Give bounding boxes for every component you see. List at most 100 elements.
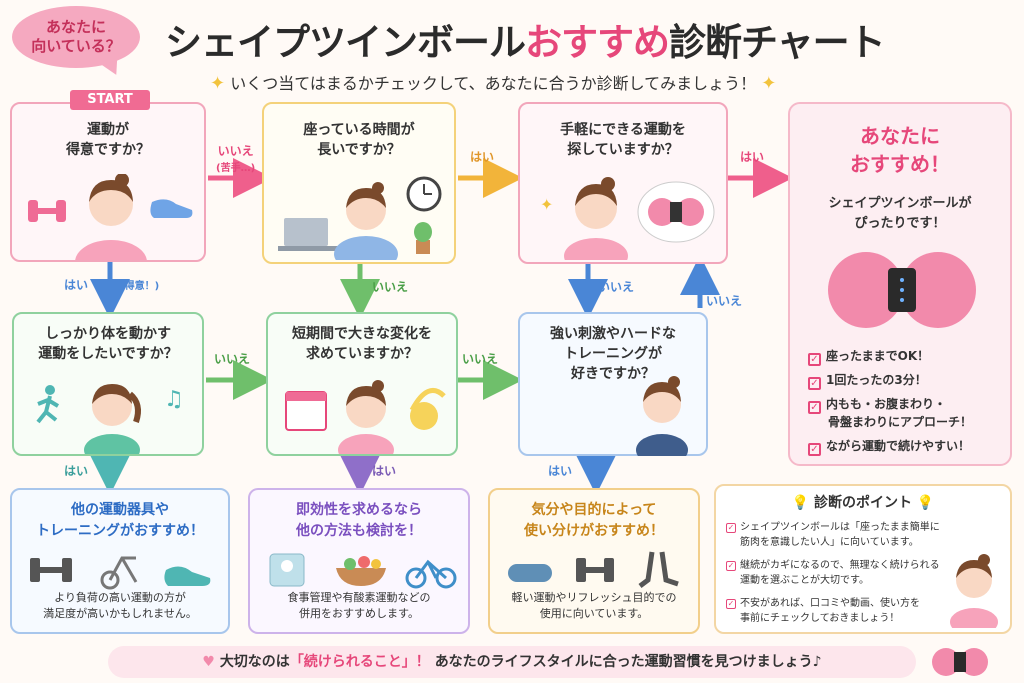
label-q3-yes: はい [740, 150, 765, 164]
check-text: ながら運動で続けやすい！ [826, 439, 971, 453]
svg-text:✦: ✦ [540, 195, 553, 214]
check-text: 1回たったの3分！ [826, 373, 927, 387]
label-q4-yes: はい [64, 464, 89, 478]
q4-line-2: 運動をしたいですか？ [38, 346, 178, 362]
result-sub-line-1: シェイプツインボールが [828, 196, 972, 211]
person [338, 380, 394, 454]
q5-line-2: 求めていますか？ [306, 346, 418, 362]
title-part-2: おすすめ [525, 21, 670, 64]
point-item-1: ✓シェイプツインボールは「座ったまま簡単に筋肉を意識したい人」に向いています。 [726, 520, 946, 550]
dumbbell-icon [30, 558, 72, 582]
q1-line-2: 得意ですか？ [66, 142, 150, 158]
result-card-other-methods: 即効性を求めるなら 他の方法も検討を！ 食事管理や有酸素運動などの 併用をおすす… [248, 488, 470, 634]
card1-title-1: 他の運動器具や [71, 502, 169, 518]
q2-line-2: 長いですか？ [317, 142, 401, 158]
subtitle-text: いくつ当てはまるかチェックして、あなたに合うか診断してみましょう！ [230, 74, 757, 93]
check-text: 内もも・お腹まわり・ [826, 397, 947, 411]
point-text: シェイプツインボールは「座ったまま簡単に [740, 522, 940, 533]
equipment-icons [30, 556, 211, 590]
exercise-bike-icon [100, 556, 138, 590]
label-q2-yes: はい [470, 150, 495, 164]
result-sub-line-2: ぴったりです！ [854, 216, 946, 231]
checkbox-icon: ✓ [808, 443, 821, 456]
result-check-1: ✓ 座ったままでOK！ [808, 348, 929, 366]
label-q6-yes: はい [548, 464, 573, 478]
label-q3-no: いいえ [598, 280, 635, 294]
result-recommend-box: あなたに おすすめ！ シェイプツインボールが ぴったりです！ ✓座ったままでOK… [788, 102, 1012, 466]
title-part-3: 診断チャート [669, 21, 886, 64]
scale-icon [269, 553, 305, 587]
svg-text:♫: ♫ [164, 387, 184, 412]
sparkle-icon: ✦ [761, 73, 777, 94]
label-q5-yes: はい [372, 464, 397, 478]
diagnosis-points-box: 💡 診断のポイント 💡 ✓シェイプツインボールは「座ったまま簡単に筋肉を意識した… [714, 484, 1012, 634]
card3-desc-1: 軽い運動やリフレッシュ目的での [511, 591, 677, 604]
card2-title-1: 即効性を求めるなら [296, 502, 422, 518]
checkbox-icon: ✓ [808, 353, 821, 366]
q4-line-1: しっかり体を動かす [45, 326, 171, 342]
card3-desc-2: 使用に向いています。 [539, 607, 649, 620]
music-note-icon: ♫ [164, 387, 184, 412]
person-pointing-illustration [950, 554, 998, 628]
point-text: 運動を選ぶことが大切です。 [740, 575, 869, 586]
heart-icon: ♥ [202, 654, 215, 670]
bicycle-icon [405, 559, 457, 589]
method-icons [269, 553, 457, 589]
result-title-line-2: おすすめ！ [850, 152, 950, 176]
person [564, 177, 628, 260]
checkbox-icon: ✓ [808, 401, 821, 414]
plant-icon [414, 222, 432, 254]
person [334, 182, 398, 260]
label-q6-no: いいえ [706, 294, 743, 308]
twin-ball-product-icon [828, 252, 976, 328]
check-text: 座ったままでOK！ [826, 349, 930, 363]
person [84, 384, 141, 454]
bubble-line-1: あなたに [45, 18, 106, 36]
q5-line-1: 短期間で大きな変化を [292, 326, 432, 342]
dumbbell-icon [576, 558, 614, 582]
result-card-use-by-purpose: 気分や目的によって 使い分けがおすすめ！ 軽い運動やリフレッシュ目的での 使用に… [488, 488, 700, 634]
clock-icon [406, 176, 442, 212]
person [636, 376, 688, 456]
card2-desc-1: 食事管理や有酸素運動などの [287, 591, 431, 604]
question-box-q5: 短期間で大きな変化を 求めていますか？ [266, 312, 458, 456]
person-thinking-illustration [28, 174, 193, 260]
label-q1-yes-note: (得意！) [120, 281, 160, 292]
q6-line-1: 強い刺激やハードな [550, 326, 676, 342]
person [75, 174, 147, 260]
footer-part-3: あなたのライフスタイルに合った運動習慣を見つけましょう♪ [434, 654, 822, 670]
q1-line-1: 運動が [87, 122, 129, 138]
point-text: 事前にチェックしておきましょう！ [740, 613, 900, 624]
sneakers-icon [164, 566, 211, 586]
person-happy-illustration: ✦ [540, 177, 715, 260]
points-title-text: 診断のポイント [814, 495, 912, 511]
sparkle-icon: ✦ [540, 195, 553, 214]
result-check-2: ✓ 1回たったの3分！ [808, 372, 927, 390]
page-subtitle: ✦ いくつ当てはまるかチェックして、あなたに合うか診断してみましょう！ ✦ [210, 70, 776, 94]
walking-legs-icon [638, 551, 679, 588]
q2-line-1: 座っている時間が [303, 122, 415, 138]
speech-bubble: あなたに 向いている？ [12, 6, 140, 68]
card3-title-1: 気分や目的によって [531, 502, 657, 518]
point-text: 不安があれば、口コミや動画、使い方を [740, 598, 920, 609]
label-q2-no: いいえ [372, 280, 409, 294]
checkbox-icon: ✓ [808, 377, 821, 390]
label-q1-no: いいえ (苦手…) [216, 142, 255, 174]
twin-ball-small-icon [932, 648, 988, 676]
sneaker-icon [150, 199, 193, 218]
person-desk-illustration [278, 176, 442, 260]
start-badge: START [70, 90, 150, 110]
footer-banner: ♥ 大切なのは「続けられること」！ あなたのライフスタイルに合った運動習慣を見つ… [108, 646, 916, 678]
runner-icon [36, 385, 60, 424]
point-text: 筋肉を意識したい人」に向いています。 [740, 537, 919, 548]
card1-title-2: トレーニングがおすすめ！ [36, 523, 204, 539]
points-title: 💡 診断のポイント 💡 [716, 492, 1010, 512]
calendar-icon [285, 391, 327, 431]
result-check-4: ✓ ながら運動で続けやすい！ [808, 438, 970, 456]
footer-part-2: 「続けられること」！ [289, 654, 430, 670]
page-title: シェイプツインボールおすすめ診断チャート [165, 12, 886, 66]
card1-desc-2: 満足度が高いかもしれません。 [43, 607, 197, 620]
point-text: 継続がカギになるので、無理なく続けられる [740, 560, 940, 571]
result-check-3: ✓内もも・お腹まわり・骨盤まわりにアプローチ！ [808, 396, 972, 431]
